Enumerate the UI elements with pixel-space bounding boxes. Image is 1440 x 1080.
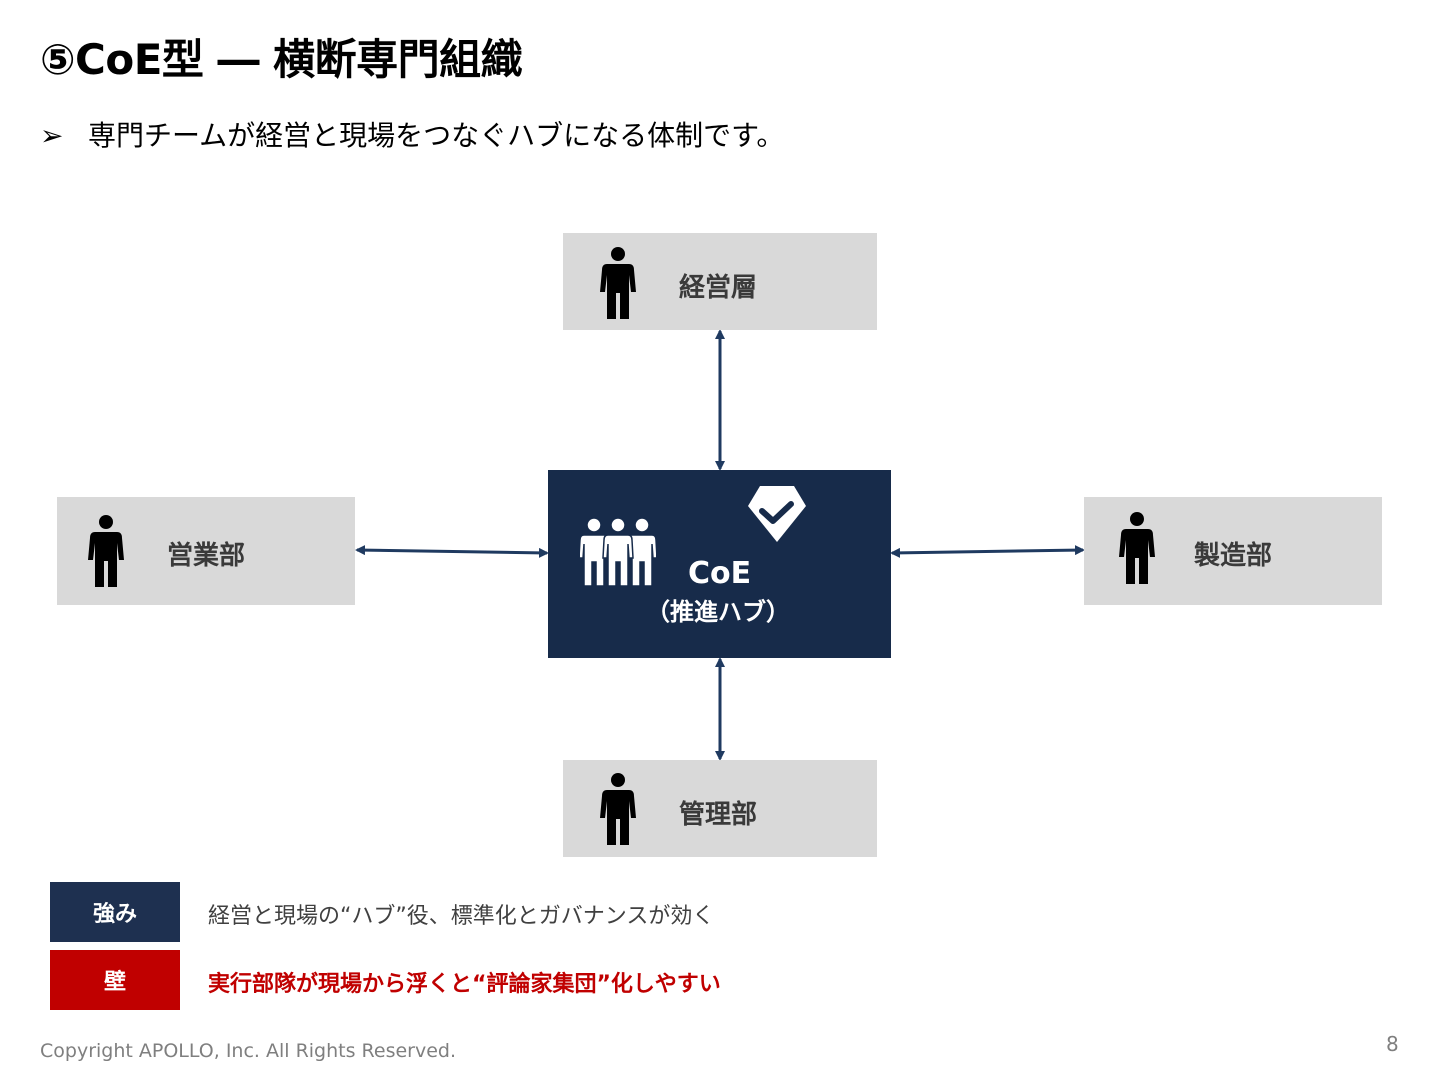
node-label: 製造部: [1194, 541, 1273, 571]
copyright-footer: Copyright APOLLO, Inc. All Rights Reserv…: [40, 1040, 457, 1062]
wall-tag: 壁: [50, 950, 180, 1010]
check-badge-icon: [748, 486, 806, 542]
wall-text: 実行部隊が現場から浮くと“評論家集団”化しやすい: [208, 972, 721, 997]
bullet-arrow-icon: ➢: [40, 119, 64, 152]
node-sales-dept: 営業部: [57, 497, 355, 605]
team-icon: [580, 517, 656, 587]
person-icon: [88, 515, 124, 587]
page-title: ⑤CoE型 ― 横断専門組織: [40, 35, 523, 84]
node-label: 営業部: [167, 541, 246, 571]
person-icon: [600, 247, 636, 319]
node-management-layer: 経営層: [563, 233, 877, 330]
node-label: 管理部: [679, 800, 758, 830]
subtitle-text: 専門チームが経営と現場をつなぐハブになる体制です。: [88, 119, 785, 152]
page-number: 8: [1386, 1032, 1399, 1056]
coe-subtitle: （推進ハブ）: [646, 598, 790, 626]
coe-name: CoE: [688, 556, 752, 591]
node-manufacturing-dept: 製造部: [1084, 497, 1382, 605]
person-icon: [1119, 512, 1155, 584]
subtitle: ➢ 専門チームが経営と現場をつなぐハブになる体制です。: [40, 114, 784, 154]
arrow-left-center: [355, 545, 549, 558]
person-icon: [600, 773, 636, 845]
strength-tag: 強み: [50, 882, 180, 942]
arrow-right-center: [890, 545, 1085, 558]
node-coe-hub: CoE （推進ハブ）: [548, 470, 891, 658]
strength-text: 経営と現場の“ハブ”役、標準化とガバナンスが効く: [208, 904, 715, 929]
node-admin-dept: 管理部: [563, 760, 877, 857]
node-label: 経営層: [679, 273, 758, 303]
